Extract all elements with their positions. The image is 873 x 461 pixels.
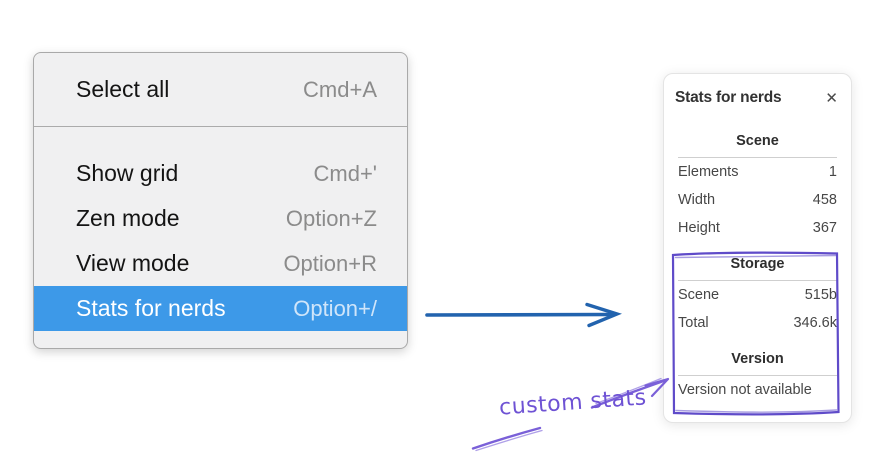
menu-item-shortcut: Cmd+' (313, 160, 378, 186)
annotation-label: custom stats (498, 385, 648, 421)
stat-row-elements: Elements 1 (664, 158, 851, 186)
section-divider (678, 157, 837, 158)
section-header-version: Version (731, 351, 784, 367)
stat-value: 458 (812, 192, 837, 208)
menu-item-shortcut: Option+/ (293, 295, 377, 321)
stat-label: Height (678, 220, 720, 236)
menu-item-select-all[interactable]: Select all Cmd+A (34, 53, 407, 126)
pointer-arrow (425, 302, 622, 328)
stat-value: 1 (828, 164, 837, 180)
menu-item-label: Select all (76, 76, 170, 102)
menu-item-shortcut: Cmd+A (303, 76, 377, 102)
stat-label: Width (678, 192, 716, 208)
menu-item-label: Zen mode (76, 205, 180, 231)
menu-item-stats-for-nerds[interactable]: Stats for nerds Option+/ (34, 286, 407, 331)
stat-label: Elements (678, 164, 739, 180)
close-icon[interactable]: ✕ (825, 89, 838, 107)
menu-group: Show grid Cmd+' Zen mode Option+Z View m… (34, 127, 407, 331)
menu-item-label: Stats for nerds (76, 295, 226, 321)
stats-panel: Stats for nerds ✕ Scene Elements 1 Width… (663, 73, 852, 423)
section-header-storage: Storage (730, 256, 785, 272)
stat-row-scene-storage: Scene 515b (664, 281, 851, 309)
menu-divider (34, 126, 407, 127)
menu-item-label: Show grid (76, 160, 179, 186)
stat-row-total-storage: Total 346.6k (664, 309, 851, 337)
stats-panel-header: Stats for nerds ✕ (664, 74, 851, 107)
version-note: Version not available (678, 382, 812, 398)
stat-value: 367 (812, 220, 837, 236)
menu-item-view-mode[interactable]: View mode Option+R (34, 241, 407, 286)
section-header-scene: Scene (736, 133, 779, 149)
stat-label: Total (678, 315, 709, 331)
menu-item-shortcut: Option+R (283, 250, 377, 276)
stats-panel-title: Stats for nerds (675, 89, 782, 106)
stat-row-width: Width 458 (664, 186, 851, 214)
stat-value: 346.6k (793, 315, 837, 331)
context-menu: Select all Cmd+A Show grid Cmd+' Zen mod… (33, 52, 408, 349)
menu-item-zen-mode[interactable]: Zen mode Option+Z (34, 196, 407, 241)
menu-item-show-grid[interactable]: Show grid Cmd+' (34, 151, 407, 196)
stat-row-height: Height 367 (664, 214, 851, 242)
annotation-arrow (471, 377, 670, 452)
menu-item-label: View mode (76, 250, 190, 276)
stat-value: 515b (804, 287, 837, 303)
stat-label: Scene (678, 287, 720, 303)
menu-item-shortcut: Option+Z (285, 205, 377, 231)
